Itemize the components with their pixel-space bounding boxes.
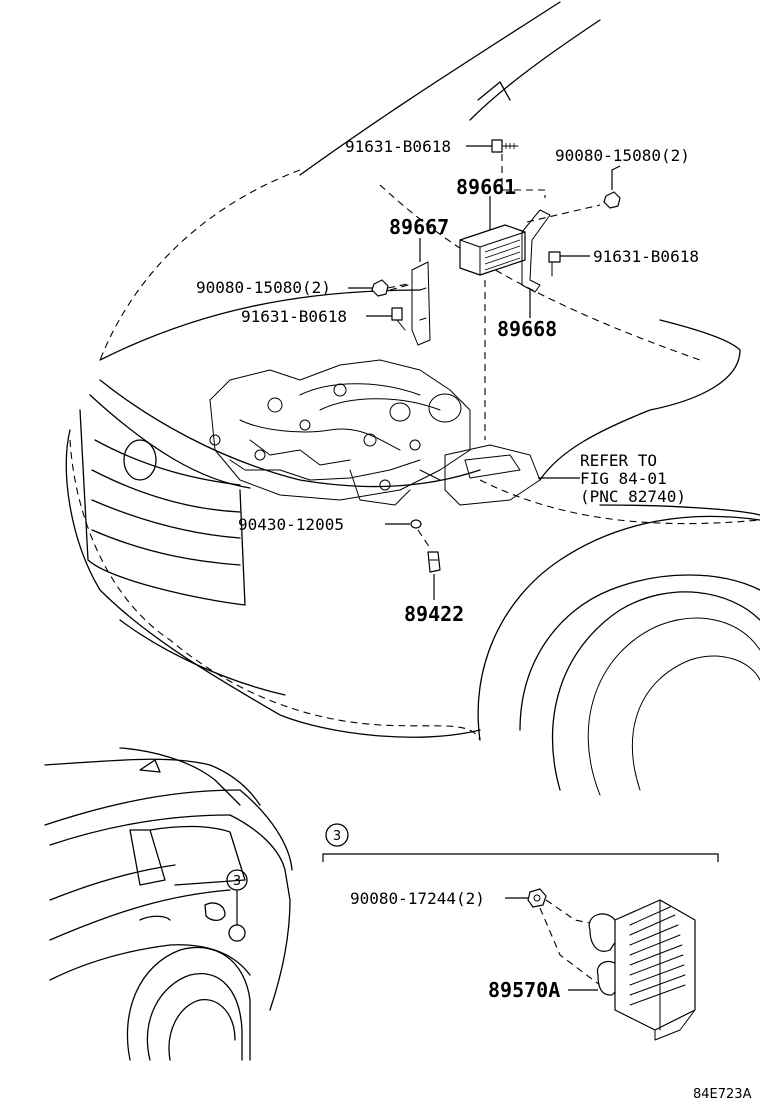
label-bolt-right: 91631-B0618	[593, 247, 699, 266]
bolt-right	[548, 251, 590, 277]
label-refer-line2: FIG 84-01	[580, 469, 667, 488]
bolt-top	[466, 139, 546, 198]
engine-assembly	[209, 359, 541, 506]
label-nut-upper-right: 90080-15080(2)	[555, 146, 690, 165]
label-refer-line3: (PNC 82740)	[580, 487, 686, 506]
label-bracket-right: 89668	[497, 317, 557, 341]
label-sensor: 89422	[404, 602, 464, 626]
label-clip: 90430-12005	[238, 515, 344, 534]
nut-left	[348, 279, 413, 297]
bracket-left	[389, 238, 431, 346]
label-ecu: 89661	[456, 175, 516, 199]
nut-upper-right	[603, 165, 621, 209]
vehicle-front-outline	[65, 1, 760, 796]
vehicle-rear-outline	[44, 747, 293, 1061]
label-module-detail: 89570A	[488, 978, 560, 1002]
bolt-left	[366, 307, 406, 331]
label-refer-line1: REFER TO	[580, 451, 657, 470]
ecu-module	[459, 196, 526, 276]
label-nut-detail: 90080-17244(2)	[350, 889, 485, 908]
detail-nut	[505, 888, 601, 986]
vehicle-callout: 3	[226, 869, 248, 942]
detail-callout: 3	[322, 823, 719, 862]
vehicle-callout-number: 3	[233, 874, 241, 889]
clip	[385, 519, 431, 549]
sensor	[427, 551, 441, 600]
label-nut-left: 90080-15080(2)	[196, 278, 331, 297]
label-bracket-left: 89667	[389, 215, 449, 239]
label-bolt-top: 91631-B0618	[345, 137, 451, 156]
detail-callout-number: 3	[333, 829, 341, 844]
bracket-right	[521, 204, 601, 318]
figure-code: 84E723A	[693, 1087, 752, 1102]
label-bolt-left: 91631-B0618	[241, 307, 347, 326]
detail-module	[568, 899, 696, 1041]
